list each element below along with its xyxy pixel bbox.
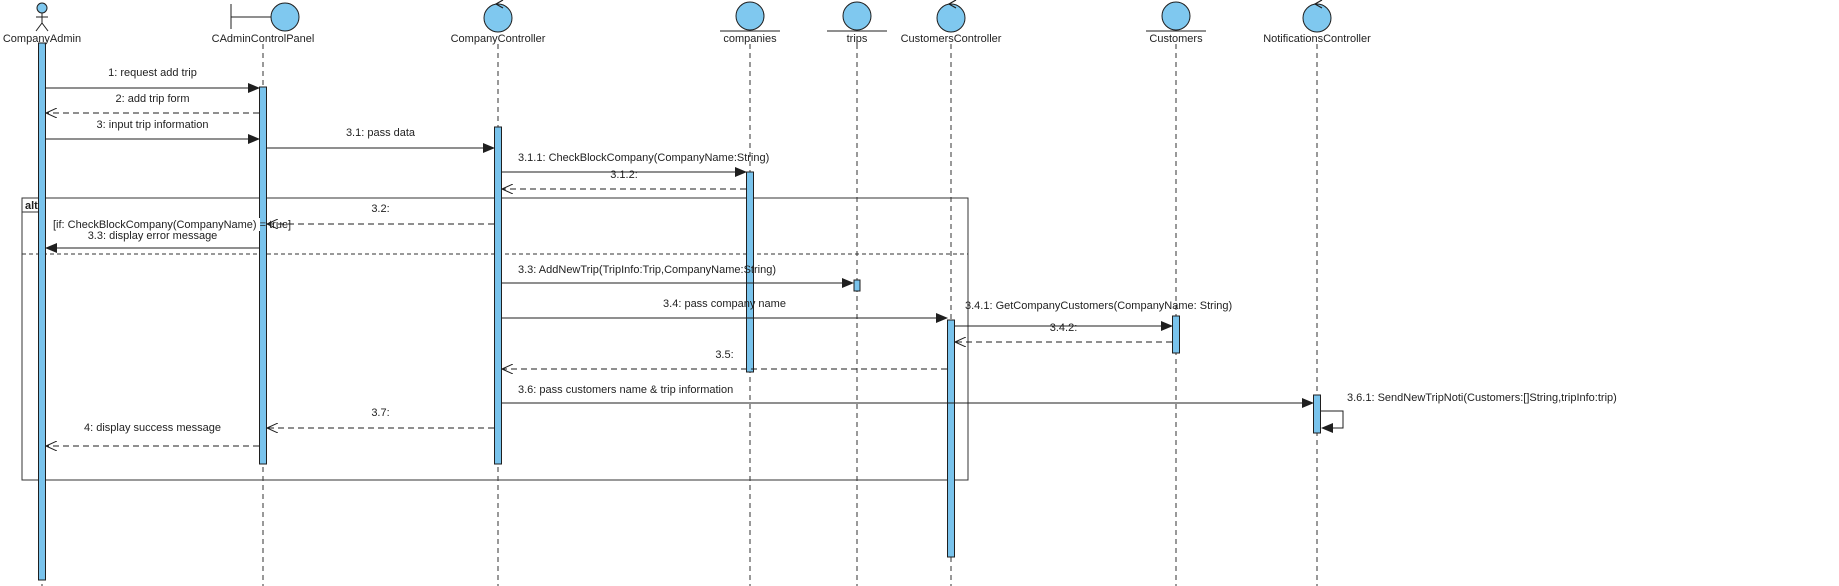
control-arrow-icon: [1313, 0, 1323, 9]
lifeline-name: trips: [847, 33, 868, 45]
self-message-arrow: [1321, 410, 1344, 433]
lifeline-companyadmin: CompanyAdmin: [3, 2, 81, 45]
actor-leg-right: [41, 22, 49, 32]
entity-icon: [1161, 1, 1191, 31]
message-4: 3.1: pass data: [267, 127, 495, 153]
message-3: 3: input trip information: [46, 119, 260, 144]
entity-icon: [842, 1, 872, 31]
entity-icon: [735, 1, 765, 31]
alt-guard: [if: CheckBlockCompany(CompanyName) = tr…: [48, 218, 291, 231]
activation-bar: [259, 86, 267, 465]
message-13: 3.5:: [502, 349, 947, 369]
activation-bar: [853, 279, 861, 292]
lifeline-trips: trips: [827, 1, 887, 45]
message-label: 2: add trip form: [116, 93, 190, 105]
message-8: 3.3: display error message: [45, 230, 259, 253]
alt-operator: alt: [25, 200, 38, 212]
message-label: 3.1.2:: [610, 169, 638, 181]
control-icon: [483, 3, 513, 33]
message-6: 3.1.2:: [502, 169, 746, 189]
message-label: 3.7:: [371, 407, 389, 419]
guard-text: [if: CheckBlockCompany(CompanyName) = tr…: [53, 219, 291, 231]
message-label: 3.6.1: SendNewTripNoti(Customers:[]Strin…: [1347, 392, 1617, 404]
message-label: 3.4.1: GetCompanyCustomers(CompanyName: …: [965, 300, 1232, 312]
control-icon: [936, 3, 966, 33]
message-17: 4: display success message: [46, 422, 259, 446]
message-label: 3.3: display error message: [88, 230, 218, 242]
message-label: 3.1: pass data: [346, 127, 416, 139]
lifeline-name: CustomersController: [901, 33, 1002, 45]
control-arrow-icon: [494, 0, 504, 9]
message-12: 3.4.2:: [955, 322, 1172, 342]
activation-bar: [1172, 315, 1180, 354]
message-1: 1: request add trip: [46, 67, 260, 93]
activation-bar: [947, 319, 955, 558]
guard-background: [48, 218, 260, 231]
message-11: 3.4.1: GetCompanyCustomers(CompanyName: …: [955, 300, 1232, 331]
message-label: 1: request add trip: [108, 67, 197, 79]
lifeline-companycontroller: CompanyController: [451, 0, 546, 45]
control-icon: [1302, 3, 1332, 33]
message-5: 3.1.1: CheckBlockCompany(CompanyName:Str…: [502, 152, 769, 177]
message-label: 3.4: pass company name: [663, 298, 786, 310]
message-2: 2: add trip form: [46, 93, 259, 113]
lifeline-name: companies: [723, 33, 777, 45]
lifeline-cadmincontrolpanel: CAdminControlPanel: [212, 2, 315, 45]
lifeline-name: NotificationsController: [1263, 33, 1371, 45]
lifeline-customers: Customers: [1146, 1, 1206, 45]
activation-bar: [746, 171, 754, 373]
message-7: 3.2:: [267, 203, 494, 224]
message-label: 4: display success message: [84, 422, 221, 434]
actor-leg-left: [35, 22, 43, 32]
actor-head-icon: [36, 2, 48, 14]
lifeline-customerscontroller: CustomersController: [901, 0, 1002, 45]
message-15: 3.6.1: SendNewTripNoti(Customers:[]Strin…: [1321, 392, 1617, 433]
lifeline-name: CompanyController: [451, 33, 546, 45]
message-label: 3.3: AddNewTrip(TripInfo:Trip,CompanyNam…: [518, 264, 776, 276]
control-arrow-icon: [947, 0, 957, 9]
message-9: 3.3: AddNewTrip(TripInfo:Trip,CompanyNam…: [502, 264, 854, 288]
lifeline-notificationscontroller: NotificationsController: [1263, 0, 1371, 45]
activation-bar: [494, 126, 502, 465]
message-10: 3.4: pass company name: [502, 298, 948, 323]
message-label: 3.5:: [715, 349, 733, 361]
lifeline-name: CompanyAdmin: [3, 33, 81, 45]
message-14: 3.6: pass customers name & trip informat…: [502, 384, 1314, 408]
message-label: 3.4.2:: [1050, 322, 1078, 334]
message-label: 3.1.1: CheckBlockCompany(CompanyName:Str…: [518, 152, 769, 164]
lifeline-name: Customers: [1149, 33, 1203, 45]
lifeline-name: CAdminControlPanel: [212, 33, 315, 45]
activation-bar: [38, 42, 46, 581]
activation-bar: [1313, 394, 1321, 434]
message-16: 3.7:: [267, 407, 494, 428]
lifeline-companies: companies: [720, 1, 780, 45]
message-label: 3: input trip information: [97, 119, 209, 131]
boundary-icon: [270, 2, 300, 32]
message-label: 3.6: pass customers name & trip informat…: [518, 384, 733, 396]
message-label: 3.2:: [371, 203, 389, 215]
